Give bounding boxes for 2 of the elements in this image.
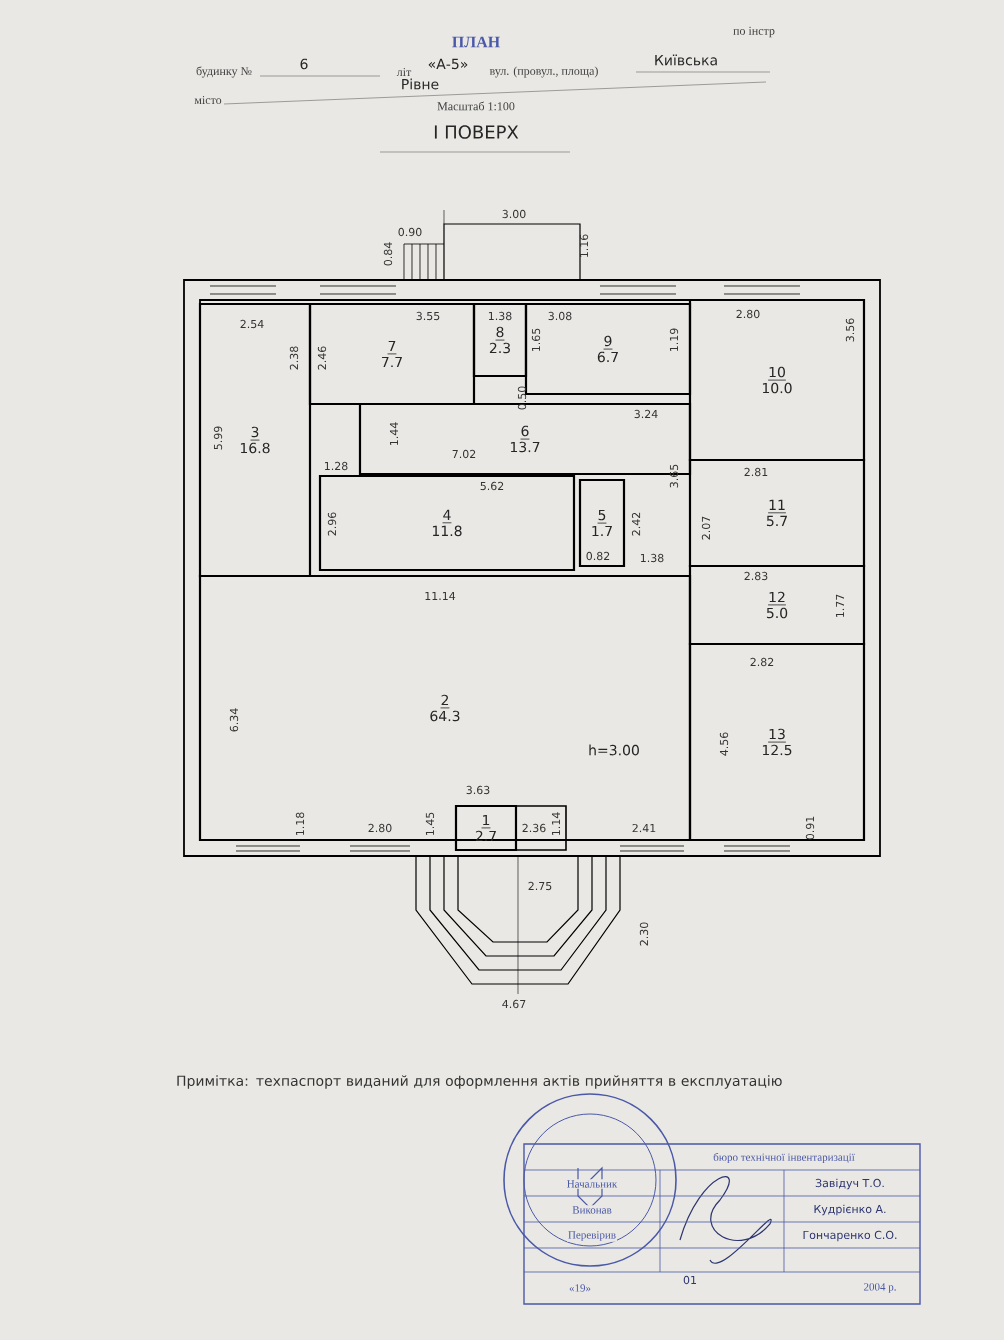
plan-title: ПЛАН [452, 36, 500, 48]
floor-heading: І ПОВЕРХ [434, 125, 519, 139]
